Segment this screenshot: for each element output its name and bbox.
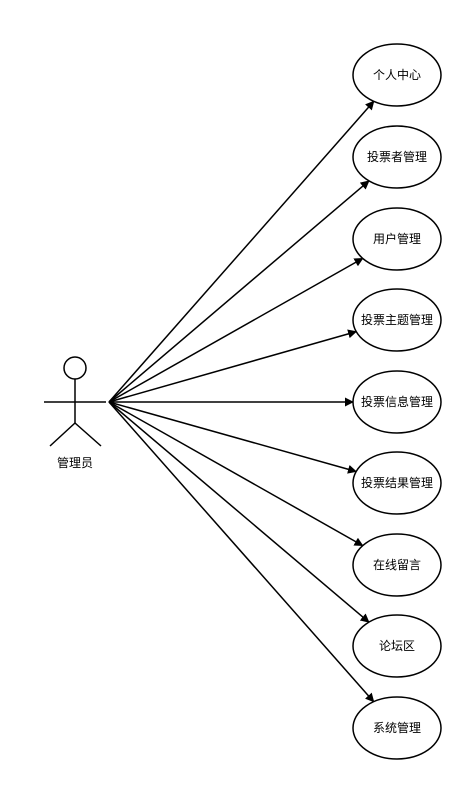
- use-case-ellipse: [352, 451, 442, 515]
- use-case-label: 个人中心: [373, 67, 421, 82]
- use-case-vote-result-management[interactable]: 投票结果管理: [352, 451, 442, 515]
- use-case-label: 论坛区: [379, 639, 415, 653]
- use-case-label: 系统管理: [373, 720, 421, 735]
- actor-left-leg: [49, 422, 76, 447]
- use-case-personal-center[interactable]: 个人中心: [352, 43, 442, 107]
- use-case-ellipse: [352, 696, 442, 760]
- use-case-label: 投票主题管理: [361, 312, 433, 327]
- association-arrow: [108, 180, 370, 403]
- actor-right-leg: [74, 422, 102, 447]
- actor-head: [63, 356, 87, 380]
- use-case-ellipse: [352, 207, 442, 271]
- use-case-label: 投票者管理: [367, 149, 427, 164]
- association-arrow: [108, 401, 357, 474]
- use-case-forum[interactable]: 论坛区: [352, 614, 442, 678]
- associations: [108, 100, 375, 703]
- actor-name: 管理员: [57, 455, 93, 470]
- use-case-online-message[interactable]: 在线留言: [352, 533, 442, 597]
- use-case-system-management[interactable]: 系统管理: [352, 696, 442, 760]
- use-case-ellipse: [352, 125, 442, 189]
- association-arrow: [108, 401, 364, 547]
- use-case-vote-info-management[interactable]: 投票信息管理: [352, 370, 442, 434]
- use-case-label: 投票结果管理: [361, 475, 433, 490]
- association-arrow: [108, 401, 375, 703]
- association-arrow: [108, 401, 370, 623]
- use-case-ellipse: [352, 43, 442, 107]
- use-case-voter-management[interactable]: 投票者管理: [352, 125, 442, 189]
- use-case-label: 投票信息管理: [361, 394, 433, 409]
- use-cases: 个人中心 投票者管理 用户管理 投票主题管理 投票信息管理 投票结果管理 在线留…: [352, 43, 442, 760]
- use-case-label: 在线留言: [373, 558, 421, 572]
- use-case-ellipse: [352, 288, 442, 352]
- use-case-label: 用户管理: [373, 231, 421, 246]
- association-arrow: [108, 100, 375, 403]
- use-case-ellipse: [352, 533, 442, 597]
- actor-admin[interactable]: 管理员: [44, 356, 106, 470]
- use-case-vote-topic-management[interactable]: 投票主题管理: [352, 288, 442, 352]
- association-arrow: [108, 257, 364, 403]
- association-arrow: [108, 329, 358, 403]
- use-case-ellipse: [352, 370, 442, 434]
- use-case-user-management[interactable]: 用户管理: [352, 207, 442, 271]
- use-case-ellipse: [352, 614, 442, 678]
